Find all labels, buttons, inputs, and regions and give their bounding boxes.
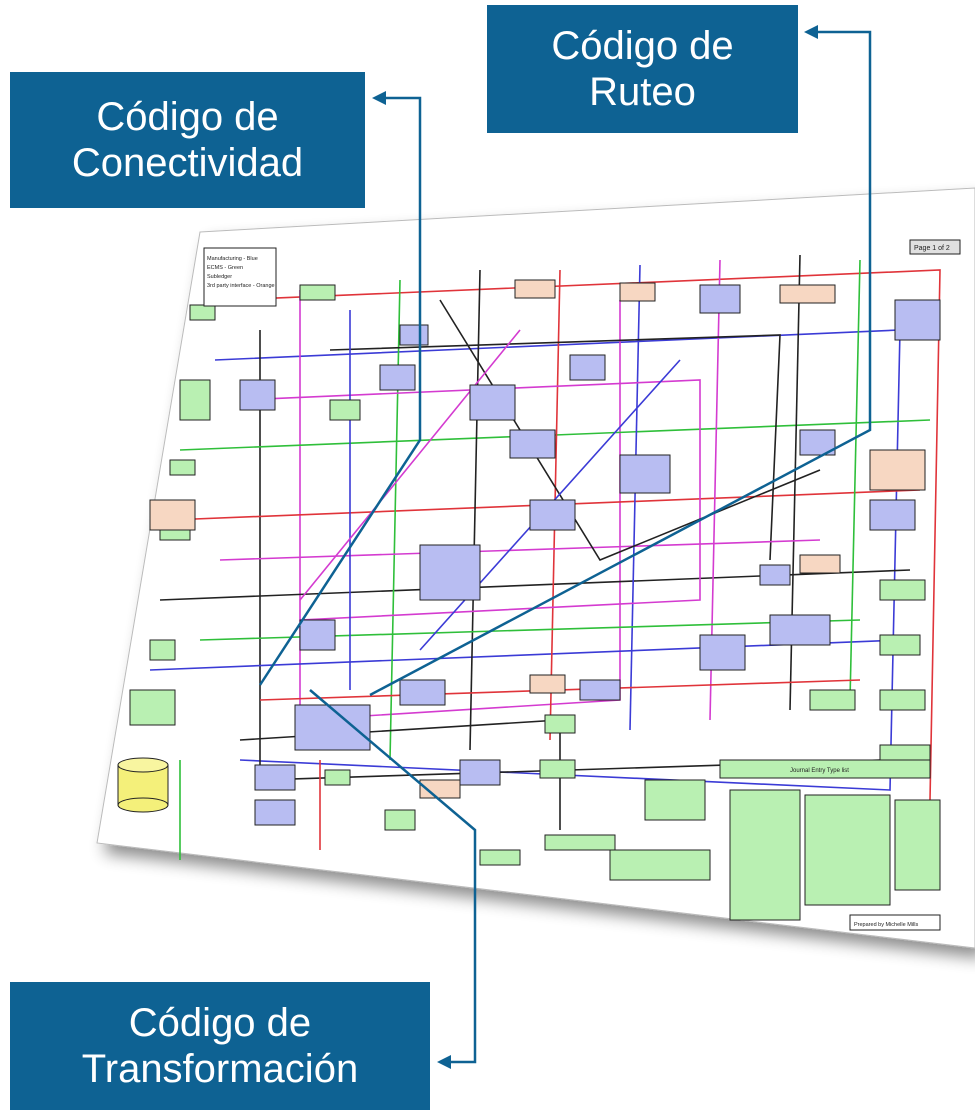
orange-boxes bbox=[149, 279, 926, 799]
arrowheads bbox=[372, 25, 818, 1069]
leader-conectividad bbox=[258, 96, 422, 686]
legend-line: 3rd party interface - Orange bbox=[207, 283, 275, 289]
page-label-text: Page 1 of 2 bbox=[914, 245, 950, 252]
callout-codigo-ruteo: Código de Ruteo bbox=[487, 5, 798, 133]
callout-line: Código de bbox=[128, 1001, 312, 1045]
footer-note: Prepared by Michelle Mills bbox=[849, 914, 941, 931]
legend-line: Subledger bbox=[207, 274, 232, 280]
page-label: Page 1 of 2 bbox=[909, 239, 961, 255]
leader-ruteo bbox=[369, 30, 872, 697]
callout-line: Código de bbox=[551, 24, 734, 68]
callout-line: Ruteo bbox=[589, 70, 696, 114]
callout-leaders bbox=[258, 30, 872, 1064]
footer-note-text: Prepared by Michelle Mills bbox=[854, 922, 918, 928]
table-title: Journal Entry Type list bbox=[790, 768, 849, 774]
arrow-icon bbox=[437, 1055, 451, 1069]
callout-line: Conectividad bbox=[71, 141, 304, 185]
arrow-icon bbox=[804, 25, 818, 39]
callout-line: Código de bbox=[96, 95, 279, 139]
legend-line: ECMS - Green bbox=[207, 265, 243, 271]
blue-boxes bbox=[239, 284, 941, 826]
callout-codigo-transformacion: Código de Transformación bbox=[10, 982, 430, 1110]
arrow-icon bbox=[372, 91, 386, 105]
sheet-legend: Manufacturing - Blue ECMS - Green Subled… bbox=[203, 247, 277, 307]
leader-transformacion bbox=[309, 689, 477, 1064]
legend-line: Manufacturing - Blue bbox=[207, 256, 258, 262]
diagram-sheet bbox=[96, 187, 975, 949]
database-cylinder-icon bbox=[117, 757, 169, 813]
callout-line: Transformación bbox=[81, 1047, 359, 1091]
callout-codigo-conectividad: Código de Conectividad bbox=[10, 72, 365, 208]
